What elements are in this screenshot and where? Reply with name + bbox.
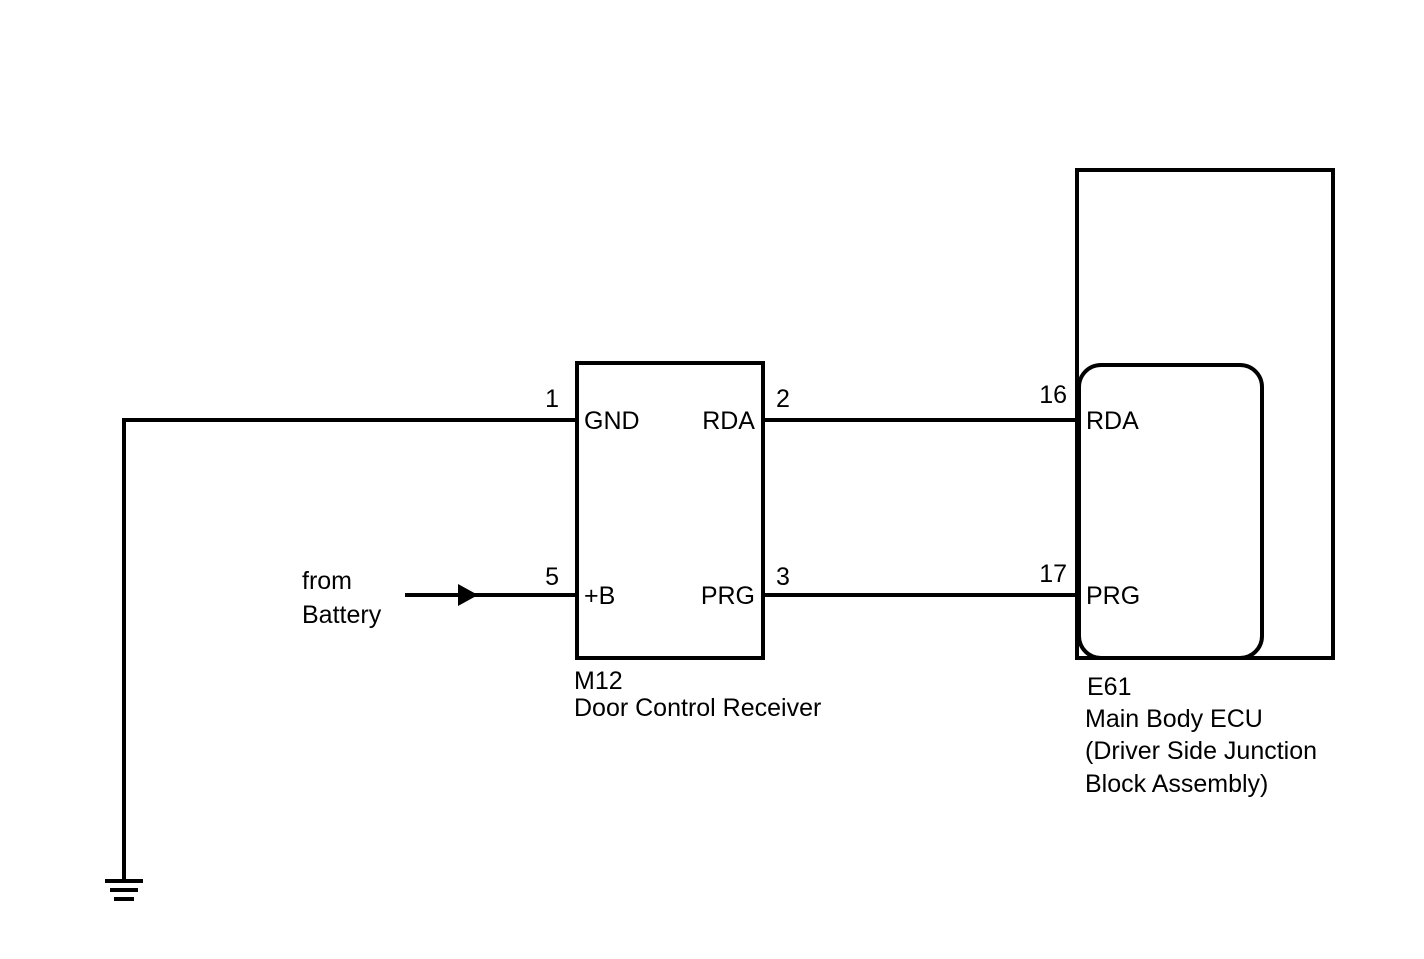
- pin-label-gnd: GND: [584, 407, 640, 435]
- ecu-name-line3: Block Assembly): [1085, 770, 1268, 798]
- ecu-connector-code: E61: [1087, 673, 1131, 701]
- door-control-receiver-box: [575, 361, 765, 660]
- ecu-pin-label-rda: RDA: [1086, 407, 1139, 435]
- pin-number-prg: 3: [776, 563, 790, 591]
- pin-number-gnd: 1: [545, 385, 559, 413]
- battery-label-line2: Battery: [302, 601, 382, 629]
- ecu-name-line1: Main Body ECU: [1085, 705, 1263, 733]
- battery-label-line1: from: [302, 567, 352, 595]
- pin-number-b-plus: 5: [545, 563, 559, 591]
- pin-label-prg: PRG: [701, 582, 755, 610]
- ground-wire: [122, 418, 578, 883]
- pin-label-rda: RDA: [702, 407, 755, 435]
- ecu-connector-box: [1077, 363, 1264, 660]
- ecu-name-line2: (Driver Side Junction: [1085, 737, 1317, 765]
- ecu-pin-number-rda: 16: [1039, 381, 1067, 409]
- ecu-pin-label-prg: PRG: [1086, 582, 1140, 610]
- pin-number-rda: 2: [776, 385, 790, 413]
- receiver-name: Door Control Receiver: [574, 694, 821, 722]
- arrow-right-icon: [458, 584, 478, 606]
- ground-icon: [105, 879, 143, 901]
- pin-label-b-plus: +B: [584, 582, 615, 610]
- receiver-connector-code: M12: [574, 667, 623, 695]
- ecu-pin-number-prg: 17: [1039, 560, 1067, 588]
